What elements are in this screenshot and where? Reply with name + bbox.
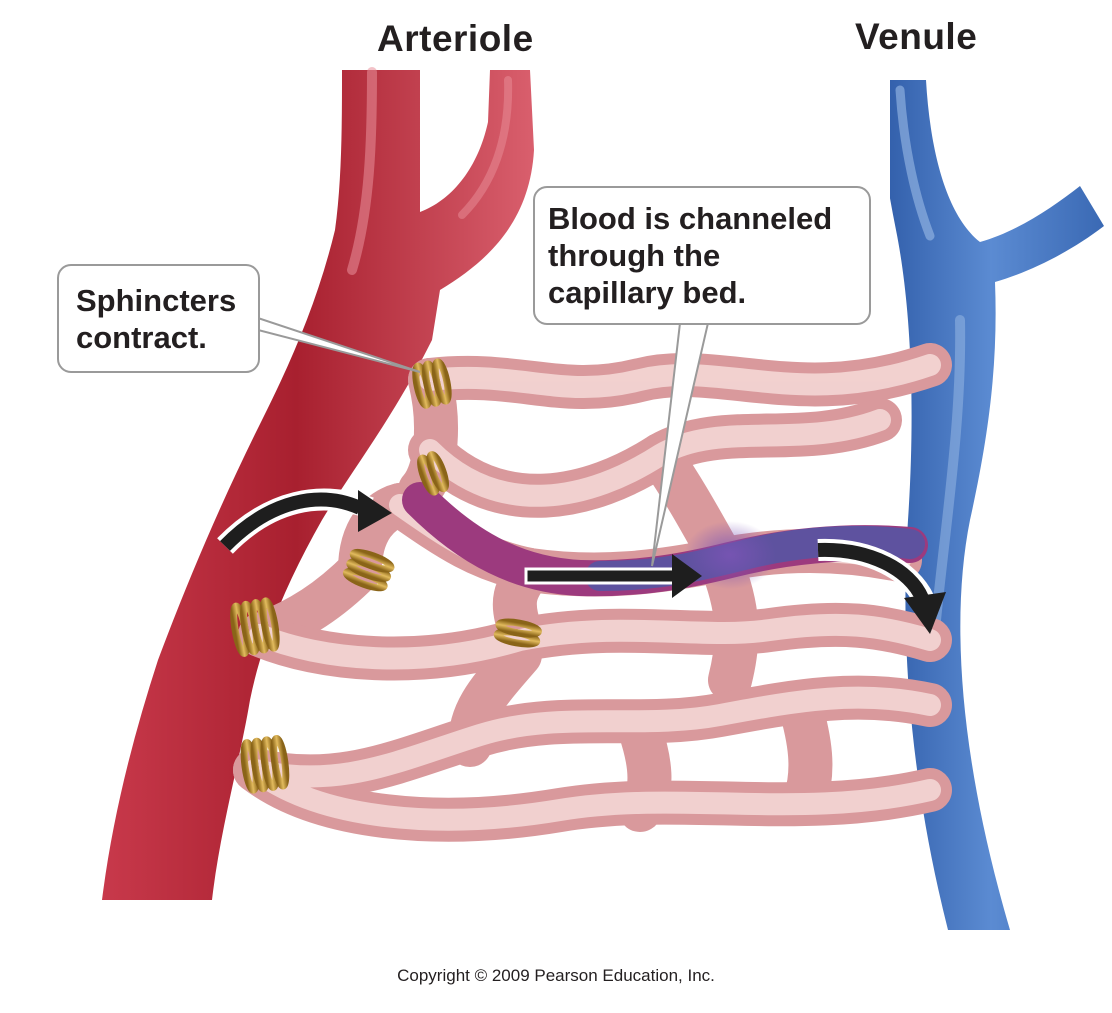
arteriole-vessel (102, 67, 534, 900)
sphincter-4 (493, 618, 542, 648)
callout-blood-line-1: Blood is channeled (548, 201, 833, 236)
flow-arrow-venule (817, 538, 946, 634)
venule-label: Venule (855, 16, 978, 57)
callout-sphincters-line-1: Sphincters (76, 283, 237, 318)
sphincter-5 (230, 597, 280, 657)
callout-blood-channel: Blood is channeled through the capillary… (533, 186, 871, 325)
callout-blood-line-3: capillary bed. (548, 275, 747, 310)
sphincter-1 (412, 358, 452, 409)
sphincter-6 (240, 734, 290, 794)
flow-arrow-arteriole (217, 488, 392, 554)
sphincter-3 (342, 548, 395, 592)
callout-blood-line-2: through the (548, 238, 721, 273)
sphincter-2 (417, 451, 450, 496)
flow-arrow-capillary (524, 554, 702, 598)
arteriole-label: Arteriole (377, 18, 534, 59)
copyright-text: Copyright © 2009 Pearson Education, Inc. (397, 966, 715, 985)
callout-sphincters-line-2: contract. (76, 320, 207, 355)
callout-sphincters: Sphincters contract. (57, 264, 260, 373)
precapillary-sphincters (230, 358, 542, 794)
